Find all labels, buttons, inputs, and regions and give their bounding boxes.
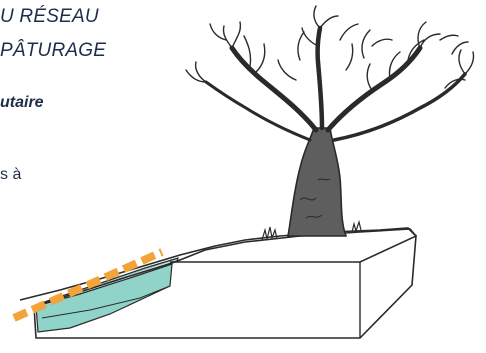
tree-branch-center <box>318 28 322 128</box>
tree-branch-left <box>232 48 316 130</box>
tree-twigs <box>186 6 474 90</box>
tree-branch-far-left <box>206 82 310 140</box>
tree-trunk <box>288 128 346 236</box>
tree-branch-right <box>328 48 420 130</box>
